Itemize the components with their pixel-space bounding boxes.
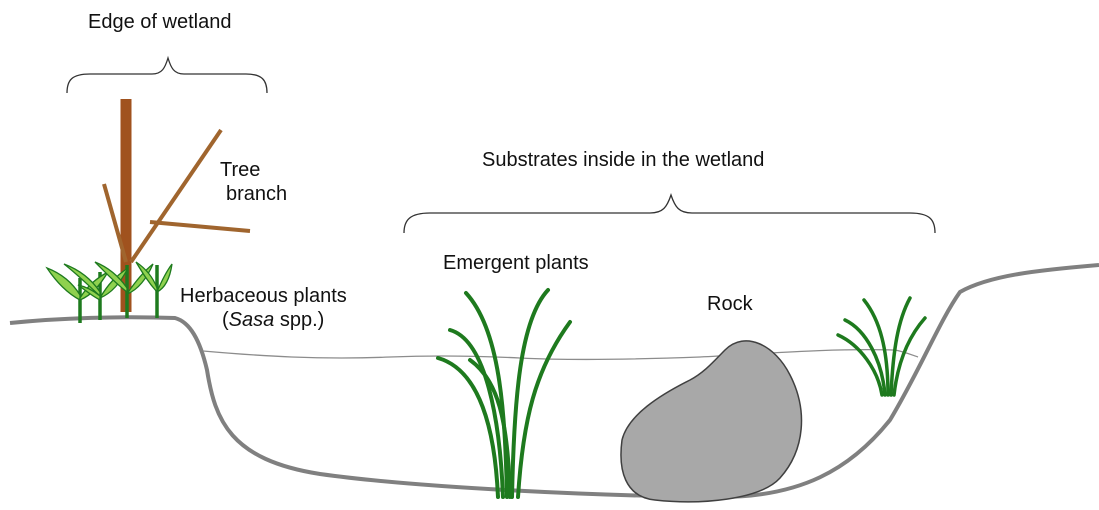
substrates-brace [404,195,935,233]
edge-brace [67,58,267,93]
rock [621,341,802,502]
water-surface [203,350,918,360]
herbaceous-plants [47,262,172,323]
edge-of-wetland-label: Edge of wetland [88,10,231,34]
rock-label: Rock [707,292,753,316]
herbaceous-genus: Sasa [229,309,275,331]
ground-profile [10,265,1099,497]
emergent-plants [438,290,570,497]
herbaceous-label-line1: Herbaceous plants [180,285,347,307]
herbaceous-spp: spp.) [274,309,324,331]
tree-branch-label-line2: branch [226,182,320,206]
tree-branch-label: Tree branch [220,158,320,206]
tree-branch-label-line1: Tree [220,158,320,182]
herbaceous-label-line2: (Sasa spp.) [222,308,347,332]
herbaceous-plants-label: Herbaceous plants (Sasa spp.) [180,284,347,332]
herbaceous-paren-open: ( [222,309,229,331]
emergent-plants-label: Emergent plants [443,251,589,275]
substrates-label: Substrates inside in the wetland [482,148,764,172]
